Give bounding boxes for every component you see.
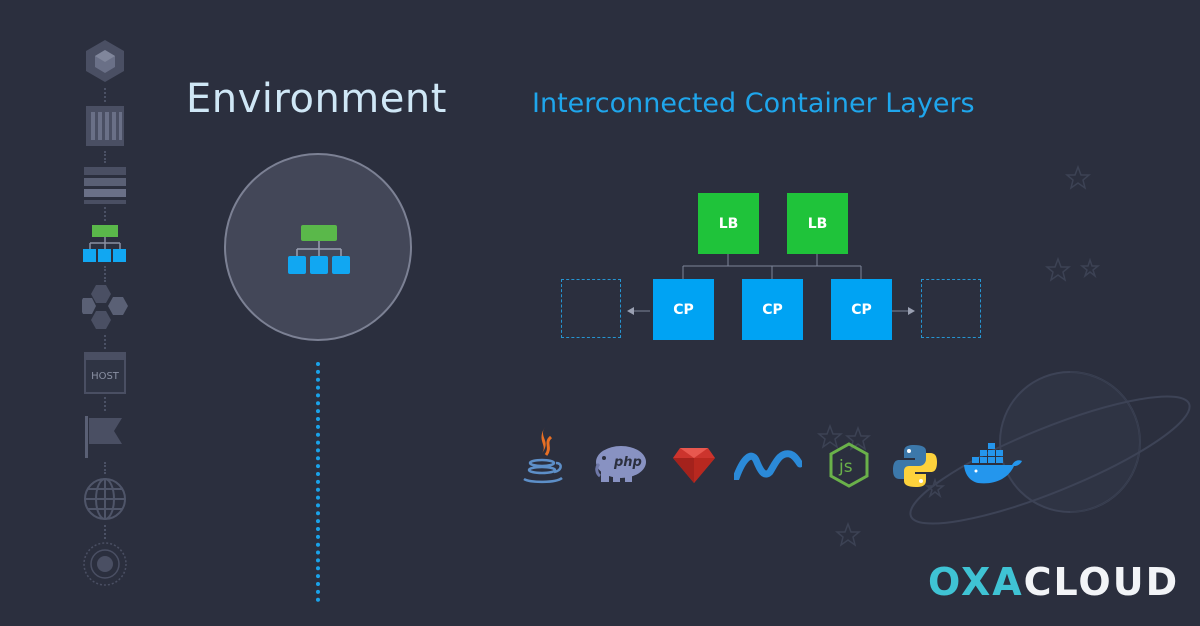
docker-icon [964, 443, 1022, 484]
brand-logo-oxa: OXA [928, 560, 1024, 604]
brand-logo: OXACLOUD [928, 560, 1179, 604]
container-rail-icon[interactable] [82, 104, 128, 148]
host-label: HOST [91, 371, 119, 382]
svg-text:js: js [838, 457, 853, 477]
ruby-icon [673, 448, 715, 483]
scaling-placeholder-right [921, 279, 981, 338]
load-balancer-node: LB [698, 193, 759, 254]
environment-rail-icon[interactable] [82, 222, 128, 264]
globe-rail-icon[interactable] [82, 476, 128, 522]
nodejs-icon: js [829, 442, 869, 488]
layers-rail-icon[interactable] [82, 165, 128, 205]
svg-text:php: php [613, 455, 642, 470]
container-layers-title: Interconnected Container Layers [532, 88, 975, 119]
environment-topology-icon [288, 225, 350, 274]
environment-circle [224, 153, 412, 341]
compute-node: CP [831, 279, 892, 340]
python-icon [893, 445, 937, 487]
brand-logo-cloud: CLOUD [1023, 560, 1180, 604]
compute-node: CP [653, 279, 714, 340]
php-icon: php [595, 446, 646, 482]
host-rail-icon[interactable]: HOST [82, 352, 128, 394]
compute-node: CP [742, 279, 803, 340]
cube-rail-icon[interactable] [82, 38, 128, 84]
hexagon-cluster-rail-icon[interactable] [79, 284, 128, 332]
load-balancer-node: LB [787, 193, 848, 254]
stars-decoration [816, 164, 1100, 547]
topology-connectors [627, 254, 915, 315]
planet-decoration [909, 371, 1191, 525]
flag-rail-icon[interactable] [82, 414, 128, 460]
scaling-placeholder-left [561, 279, 621, 338]
dotnet-icon [734, 450, 802, 480]
environment-title: Environment [186, 76, 447, 122]
java-icon [523, 427, 563, 484]
environment-connector [316, 362, 320, 602]
orbit-rail-icon[interactable] [82, 541, 128, 587]
